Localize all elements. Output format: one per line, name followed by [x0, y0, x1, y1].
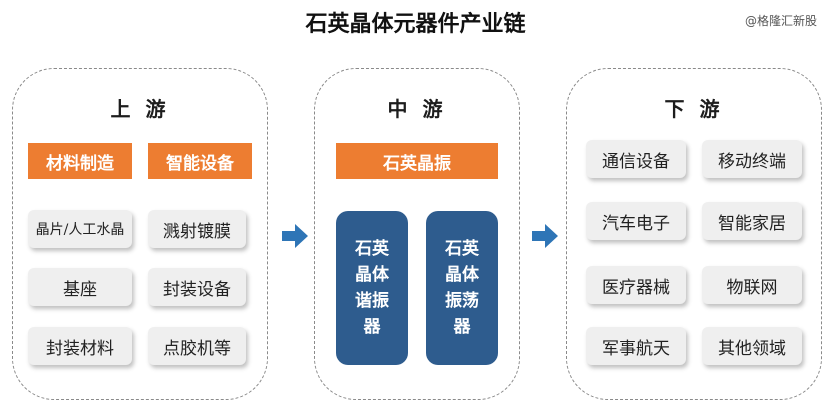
downstream-title: 下 游	[664, 97, 724, 121]
midstream-product-label: 石英晶体振荡器	[445, 239, 479, 337]
midstream-product-label: 石英晶体谐振器	[355, 239, 389, 337]
downstream-item: 移动终端	[702, 140, 802, 178]
downstream-item: 医疗器械	[586, 266, 686, 304]
watermark: @格隆汇新股	[744, 14, 817, 28]
midstream-title: 中 游	[387, 97, 447, 121]
upstream-item: 封装设备	[148, 268, 246, 306]
upstream-category-materials: 材料制造	[28, 143, 132, 179]
right-arrow-icon	[282, 223, 308, 249]
downstream-item: 物联网	[702, 266, 802, 304]
downstream-item: 通信设备	[586, 140, 686, 178]
downstream-panel	[566, 68, 822, 400]
upstream-item: 基座	[28, 268, 132, 306]
midstream-category: 石英晶振	[336, 143, 498, 179]
downstream-item: 军事航天	[586, 327, 686, 365]
midstream-product-resonator: 石英晶体谐振器	[336, 211, 408, 365]
upstream-item: 晶片/人工水晶	[28, 210, 132, 248]
midstream-panel	[314, 68, 520, 400]
upstream-item: 封装材料	[28, 327, 132, 365]
downstream-item: 其他领域	[702, 327, 802, 365]
diagram-title: 石英晶体元器件产业链	[305, 11, 526, 37]
upstream-item: 点胶机等	[148, 327, 246, 365]
right-arrow-icon	[532, 223, 558, 249]
upstream-item: 溅射镀膜	[148, 210, 246, 248]
upstream-category-equipment: 智能设备	[148, 143, 252, 179]
downstream-item: 智能家居	[702, 202, 802, 240]
upstream-title: 上 游	[110, 97, 170, 121]
midstream-product-oscillator: 石英晶体振荡器	[426, 211, 498, 365]
upstream-panel	[12, 68, 268, 400]
downstream-item: 汽车电子	[586, 202, 686, 240]
